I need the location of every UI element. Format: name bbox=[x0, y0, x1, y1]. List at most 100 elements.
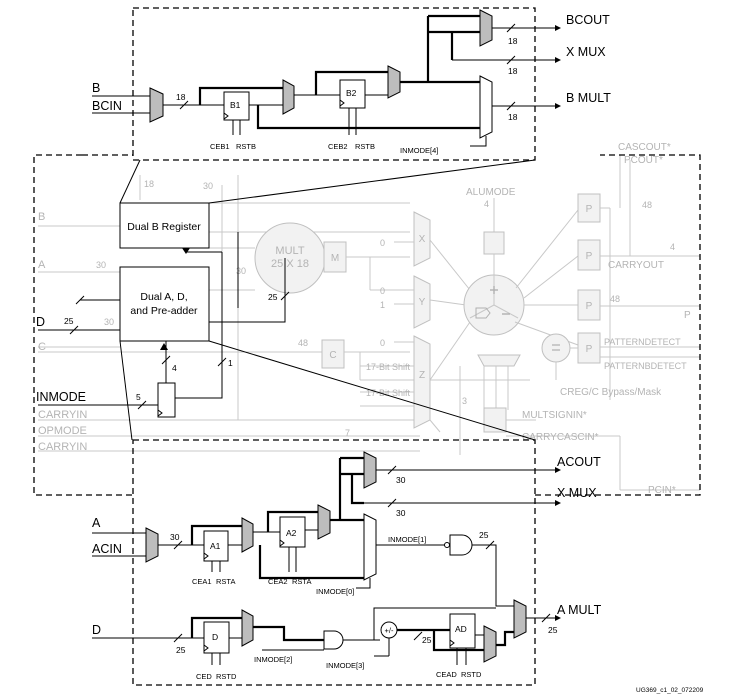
b2-label: B2 bbox=[346, 88, 357, 98]
p-reg-label-2: P bbox=[586, 251, 593, 262]
inmode-width-5: 5 bbox=[136, 392, 141, 402]
b-register-detail-box bbox=[132, 7, 536, 161]
ad-register-detail: A ACIN 30 A1 CEA1 RSTA A2 CEA2 RSTA bbox=[92, 451, 602, 681]
dual-b-register-label: Dual B Register bbox=[127, 221, 201, 233]
d-input-label: D bbox=[92, 623, 101, 637]
b-input-width-18: 18 bbox=[176, 92, 186, 102]
carryin-label-1: CARRYIN bbox=[38, 409, 87, 421]
cead-label: CEAD bbox=[436, 670, 457, 679]
m-label: M bbox=[331, 253, 339, 264]
z-mux-zero: 0 bbox=[380, 338, 385, 348]
b1-register bbox=[223, 91, 250, 121]
carrycascin-label: CARRYCASCIN* bbox=[522, 432, 599, 443]
alu-symbols bbox=[475, 286, 560, 351]
ad-reg-label: AD bbox=[455, 624, 467, 634]
inmode4-label: INMODE[4] bbox=[400, 146, 438, 155]
b-input-mux bbox=[149, 87, 164, 123]
inmode1-label: INMODE[1] bbox=[388, 535, 426, 544]
gray-width-4co: 4 bbox=[670, 242, 675, 252]
p-register-2 bbox=[577, 239, 601, 271]
rsta1-label: RSTA bbox=[216, 577, 235, 586]
gray-width-48c: 48 bbox=[298, 338, 308, 348]
gray-width-3: 3 bbox=[462, 396, 467, 406]
pcin-label: PCIN* bbox=[648, 485, 676, 496]
dsp-slice-outline-right bbox=[535, 154, 701, 496]
a-input-width-30: 30 bbox=[170, 532, 180, 542]
preadder-sign: +/- bbox=[385, 626, 394, 635]
opmode-label: OPMODE bbox=[38, 425, 87, 437]
acout-width-30: 30 bbox=[396, 475, 406, 485]
dsp-slice-core: Dual B Register Dual A, D, and Pre-adder… bbox=[36, 159, 536, 441]
ad-mux bbox=[483, 625, 497, 663]
inmode-width-1: 1 bbox=[228, 358, 233, 368]
a1-label: A1 bbox=[210, 541, 221, 551]
b-input-label: B bbox=[92, 81, 100, 95]
dual-ad-label-line1: Dual A, D, bbox=[140, 291, 187, 303]
gray-width-30d: 30 bbox=[104, 317, 114, 327]
alumode-label: ALUMODE bbox=[466, 187, 516, 198]
inmode0-label: INMODE[0] bbox=[316, 587, 354, 596]
bottom-xmux-label: X MUX bbox=[557, 486, 597, 500]
gray-width-18: 18 bbox=[144, 179, 154, 189]
pattern-detect-circle bbox=[541, 333, 571, 363]
ceb1-label: CEB1 bbox=[210, 142, 230, 151]
ad-register-detail-box bbox=[132, 439, 536, 686]
inmode2-and-gate bbox=[323, 630, 344, 650]
bcout-width-18: 18 bbox=[508, 36, 518, 46]
inmode3-label: INMODE[3] bbox=[326, 661, 364, 670]
shift-label-2: 17-Bit Shift bbox=[366, 388, 411, 398]
p-reg-label-4: P bbox=[586, 344, 593, 355]
x-mux-label: X bbox=[419, 234, 426, 245]
inmode-label: INMODE bbox=[36, 390, 86, 404]
rstb2-label: RSTB bbox=[355, 142, 375, 151]
cea2-label: CEA2 bbox=[268, 577, 288, 586]
dual-ad-label-line2: and Pre-adder bbox=[130, 305, 198, 317]
bmult-width-18: 18 bbox=[508, 112, 518, 122]
preadder-width-25: 25 bbox=[422, 635, 432, 645]
middle-width-25m: 25 bbox=[268, 292, 278, 302]
inmode2-label: INMODE[2] bbox=[254, 655, 292, 664]
acin-input-label: ACIN bbox=[92, 542, 122, 556]
y-mux-one: 1 bbox=[380, 300, 385, 310]
rstd2-label: RSTD bbox=[461, 670, 482, 679]
alumode-register bbox=[483, 231, 505, 255]
bottom-xmux-width-30: 30 bbox=[396, 508, 406, 518]
b2-register bbox=[339, 79, 366, 109]
gray-width-7: 7 bbox=[345, 428, 350, 438]
dsp-slice-labels: B A C CARRYIN OPMODE CARRYIN 18 30 30 30… bbox=[38, 142, 691, 496]
rstd-label: RSTD bbox=[216, 672, 237, 681]
carryout-label: CARRYOUT bbox=[608, 260, 664, 271]
amult-width-25: 25 bbox=[548, 625, 558, 635]
carry-mux bbox=[477, 354, 521, 367]
patterndetect-label: PATTERNDETECT bbox=[604, 337, 681, 347]
gray-width-30a: 30 bbox=[203, 181, 213, 191]
inmode1-and-gate bbox=[449, 534, 473, 556]
x-mux-zero: 0 bbox=[380, 238, 385, 248]
mult-size-label: 25 X 18 bbox=[271, 258, 309, 270]
dsp-slice-outline bbox=[33, 154, 132, 496]
ced-label: CED bbox=[196, 672, 212, 681]
middle-width-25d: 25 bbox=[64, 316, 74, 326]
b1-mux bbox=[282, 79, 295, 115]
mult-label: MULT bbox=[275, 245, 304, 257]
creg-label: CREG/C Bypass/Mask bbox=[560, 387, 662, 398]
p-output-label: P bbox=[684, 310, 691, 321]
b-register-detail: B BCIN 18 B1 CEB1 RSTB B2 CEB2 RSTB bbox=[92, 9, 611, 155]
acout-mux bbox=[363, 451, 377, 489]
gray-a-input-label: A bbox=[38, 259, 46, 271]
patternbdetect-label: PATTERNBDETECT bbox=[604, 361, 687, 371]
a2-mux bbox=[317, 504, 331, 540]
a-input-mux bbox=[145, 527, 159, 563]
d-reg-label: D bbox=[212, 632, 218, 642]
gray-b-input-label: B bbox=[38, 211, 45, 223]
cascout-label: CASCOUT* bbox=[618, 142, 671, 153]
cea1-label: CEA1 bbox=[192, 577, 212, 586]
rsta2-label: RSTA bbox=[292, 577, 311, 586]
bmult-label: B MULT bbox=[566, 91, 611, 105]
gray-width-48b: 48 bbox=[610, 294, 620, 304]
acout-label: ACOUT bbox=[557, 455, 601, 469]
gray-width-30c: 30 bbox=[236, 266, 246, 276]
carryin-label-2: CARRYIN bbox=[38, 441, 87, 453]
b2-mux bbox=[387, 65, 401, 99]
